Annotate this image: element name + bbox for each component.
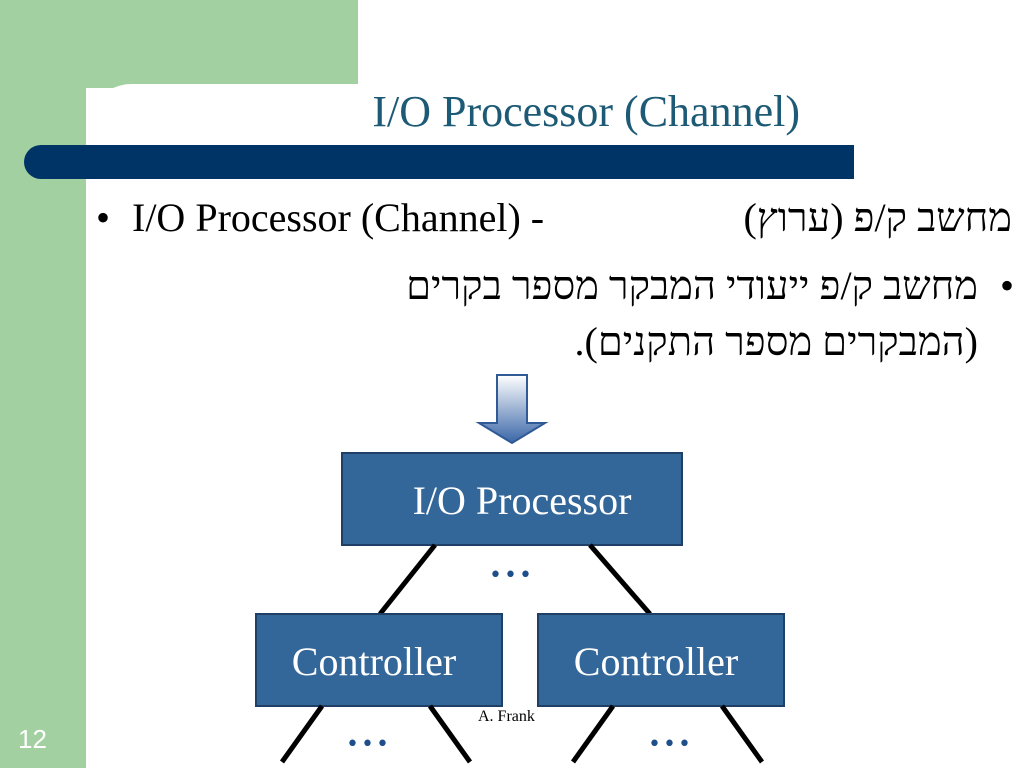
bullet-2-text-line-1: מחשב ק/פ ייעודי המבקר מספר בקרים	[406, 263, 978, 308]
down-arrow-icon	[475, 374, 549, 445]
controller-label-right: Controller	[573, 639, 739, 684]
connector-right-upper	[588, 543, 652, 616]
connector-right-lower-2	[719, 704, 765, 764]
top-green-band	[0, 0, 358, 88]
ellipsis-bottom-left: •••	[346, 732, 391, 757]
page-number: 12	[18, 724, 47, 754]
slide-title: I/O Processor (Channel)	[372, 87, 800, 136]
controller-box-left	[255, 613, 503, 707]
connector-left-lower-2	[427, 704, 473, 764]
controller-box-right	[537, 613, 785, 707]
author-footer: A. Frank	[478, 708, 535, 725]
connector-right-lower-1	[570, 704, 616, 764]
left-green-band	[0, 0, 86, 768]
bullet-1: • I/O Processor (Channel) - מחשב ק/פ (ער…	[96, 190, 1016, 250]
bullet-2-line-1: • מחשב ק/פ ייעודי המבקר מספר בקרים	[194, 258, 1014, 314]
bullet-2-marker: •	[999, 263, 1014, 308]
connector-left-lower-1	[279, 704, 325, 764]
io-processor-label: I/O Processor	[412, 478, 632, 523]
bullet-2: • מחשב ק/פ ייעודי המבקר מספר בקרים (המבקר…	[194, 258, 1014, 370]
bullet-1-hebrew: מחשב ק/פ (ערוץ)	[743, 195, 1012, 240]
connector-left-upper	[378, 543, 437, 616]
ellipsis-top: •••	[489, 563, 534, 588]
io-processor-box	[341, 452, 683, 546]
bullet-2-text-line-2: (המבקרים מספר התקנים).	[574, 319, 978, 364]
bullet-1-english: I/O Processor (Channel) -	[132, 195, 545, 240]
bullet-1-marker: •	[96, 195, 111, 240]
title-underline-bar	[24, 145, 854, 179]
ellipsis-bottom-right: •••	[648, 732, 693, 757]
controller-label-left: Controller	[291, 639, 457, 684]
